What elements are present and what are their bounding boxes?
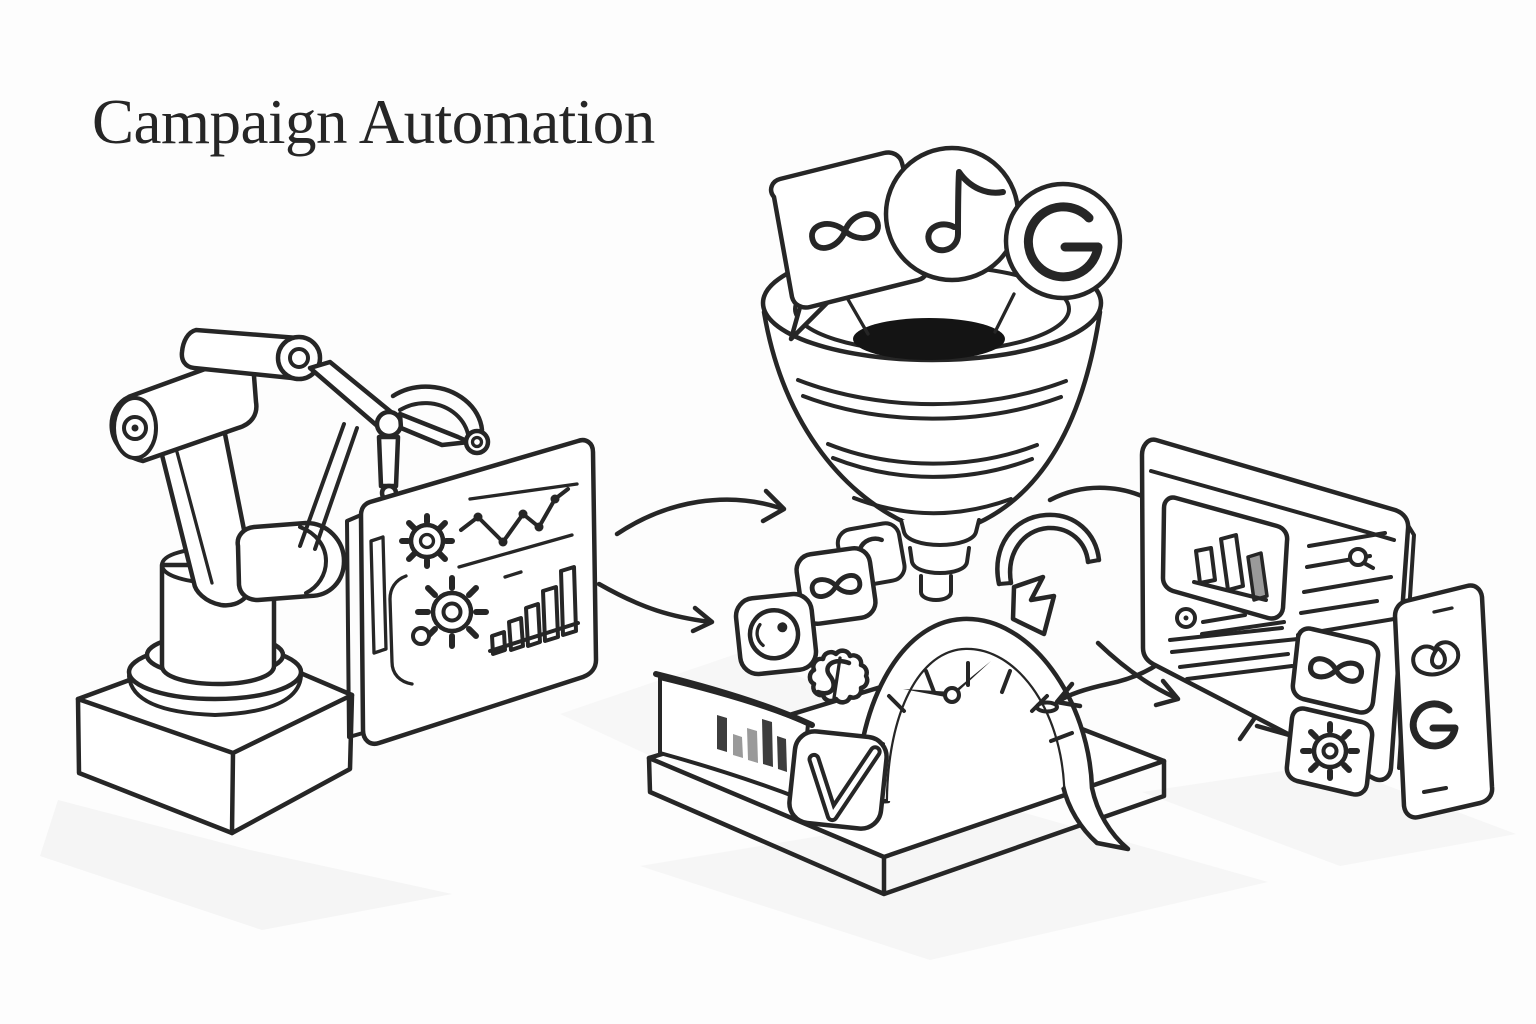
results-dashboard (1139, 437, 1416, 797)
google-icon (1409, 700, 1459, 750)
meta-icon (1290, 626, 1381, 715)
mini-bar-chart-icon (653, 671, 815, 801)
robot-arm (75, 327, 491, 836)
robot-shoulder (109, 357, 259, 464)
robot-forearm (307, 359, 404, 439)
arrow-to-platform (596, 581, 715, 634)
gear-icon (1284, 706, 1375, 797)
dollar-gear-icon (807, 648, 870, 705)
location-pin-icon (1411, 640, 1461, 677)
platform-icon-cluster (653, 521, 907, 831)
robot-support-rod (298, 422, 359, 551)
tiktok-icon (883, 145, 1021, 283)
arrow-to-funnel (614, 488, 787, 537)
gear-icon (388, 574, 489, 686)
google-icon (1003, 181, 1123, 301)
page-title: Campaign Automation (92, 87, 655, 157)
gauge-icon (854, 616, 1131, 852)
dashboard-text-lines (1296, 531, 1396, 637)
funnel-source-icons (768, 145, 1123, 342)
gear-icon (399, 513, 455, 569)
robot-held-dashboard (345, 437, 599, 746)
flow-arrows-left (596, 488, 787, 634)
results-phone (1392, 583, 1495, 820)
cursor-click-icon (995, 512, 1102, 637)
bar-chart-icon (488, 565, 580, 656)
home-indicator (1422, 786, 1448, 794)
instagram-icon (733, 591, 819, 677)
search-icon (1348, 547, 1375, 570)
bar-chart-card-icon (1160, 495, 1290, 621)
meta-icon (794, 546, 878, 626)
funnel-hole (853, 318, 1005, 360)
robot-elbow-joint (235, 520, 347, 603)
funnel-spout (899, 518, 981, 602)
checkmark-icon (787, 729, 889, 831)
robot-upper-link (179, 327, 323, 382)
speaker-slit (1432, 606, 1454, 614)
list-bullet-icon (1168, 607, 1319, 681)
line-chart-icon (457, 482, 579, 569)
robot-gripper (376, 384, 491, 511)
